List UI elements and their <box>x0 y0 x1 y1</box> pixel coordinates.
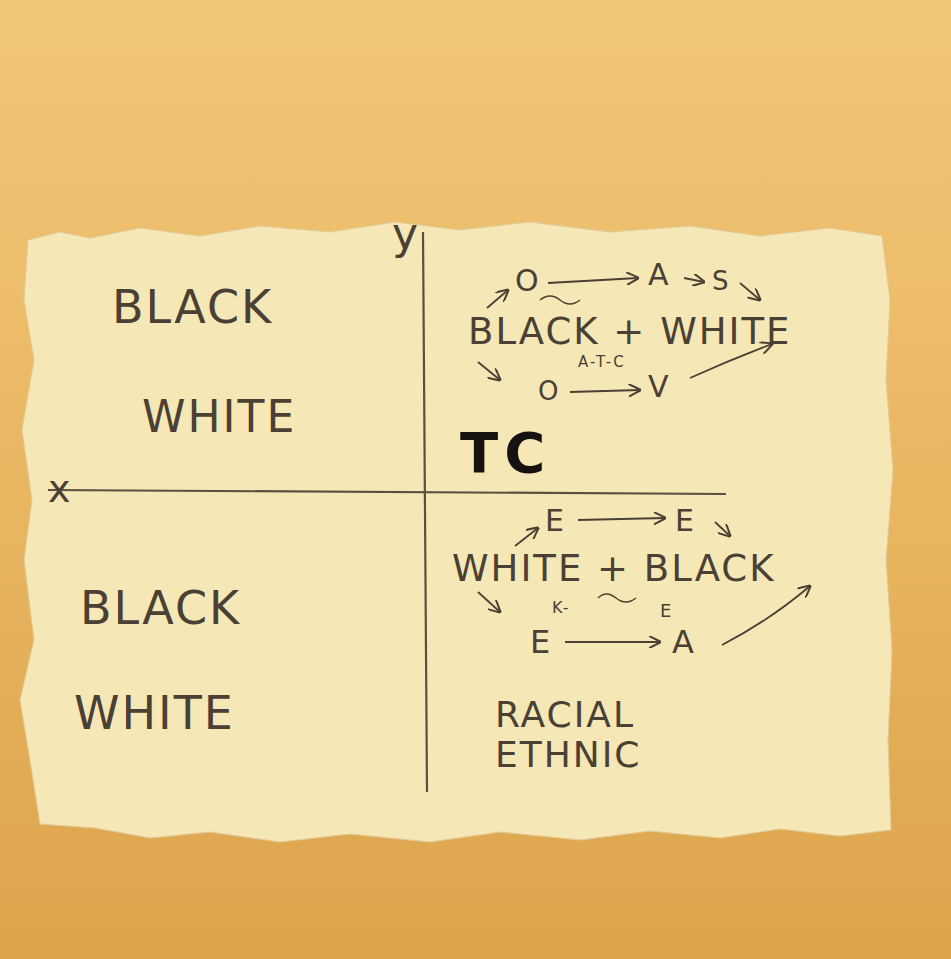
sketch-label: x <box>48 470 73 508</box>
sketch-label: E <box>545 506 566 536</box>
sketch-label: A <box>648 260 671 290</box>
arrow <box>740 283 760 300</box>
arrow <box>548 278 638 283</box>
sketch-label: BLACK <box>80 585 241 631</box>
sketch-label: K- <box>552 600 571 616</box>
arrow <box>565 641 660 643</box>
scribble <box>540 296 580 304</box>
sketch-label: O <box>515 266 541 296</box>
arrow <box>478 362 500 380</box>
sketch-label: BLACK <box>112 284 273 330</box>
sketch-label: TC <box>460 425 551 481</box>
arrow <box>722 586 810 645</box>
y-axis <box>423 232 427 792</box>
arrow <box>715 522 730 536</box>
arrow <box>578 518 665 520</box>
arrow <box>515 528 538 546</box>
sketch-label: O <box>538 378 560 404</box>
sketch-label: WHITE <box>142 395 296 439</box>
sketch-label: WHITE + BLACK <box>452 550 775 587</box>
sketch-label: WHITE <box>74 690 235 736</box>
sketch-label: V <box>648 372 671 402</box>
sketch-label: BLACK + WHITE <box>468 313 791 350</box>
arrow <box>487 290 508 308</box>
sketch-label: E <box>675 506 696 536</box>
sketch-label: A <box>672 626 696 658</box>
torn-paper <box>20 222 893 842</box>
sketch-label: A-T-C <box>578 355 626 370</box>
sketch-label: E <box>530 626 552 658</box>
scribble <box>598 594 636 602</box>
sketch-label: S <box>712 268 731 294</box>
arrow <box>684 278 704 282</box>
x-axis <box>48 490 726 494</box>
arrow <box>478 592 500 612</box>
sketch-label: E <box>660 602 673 620</box>
arrow <box>570 390 640 392</box>
sketch-label: y <box>392 212 420 256</box>
sketch-label: RACIAL ETHNIC <box>495 695 641 774</box>
